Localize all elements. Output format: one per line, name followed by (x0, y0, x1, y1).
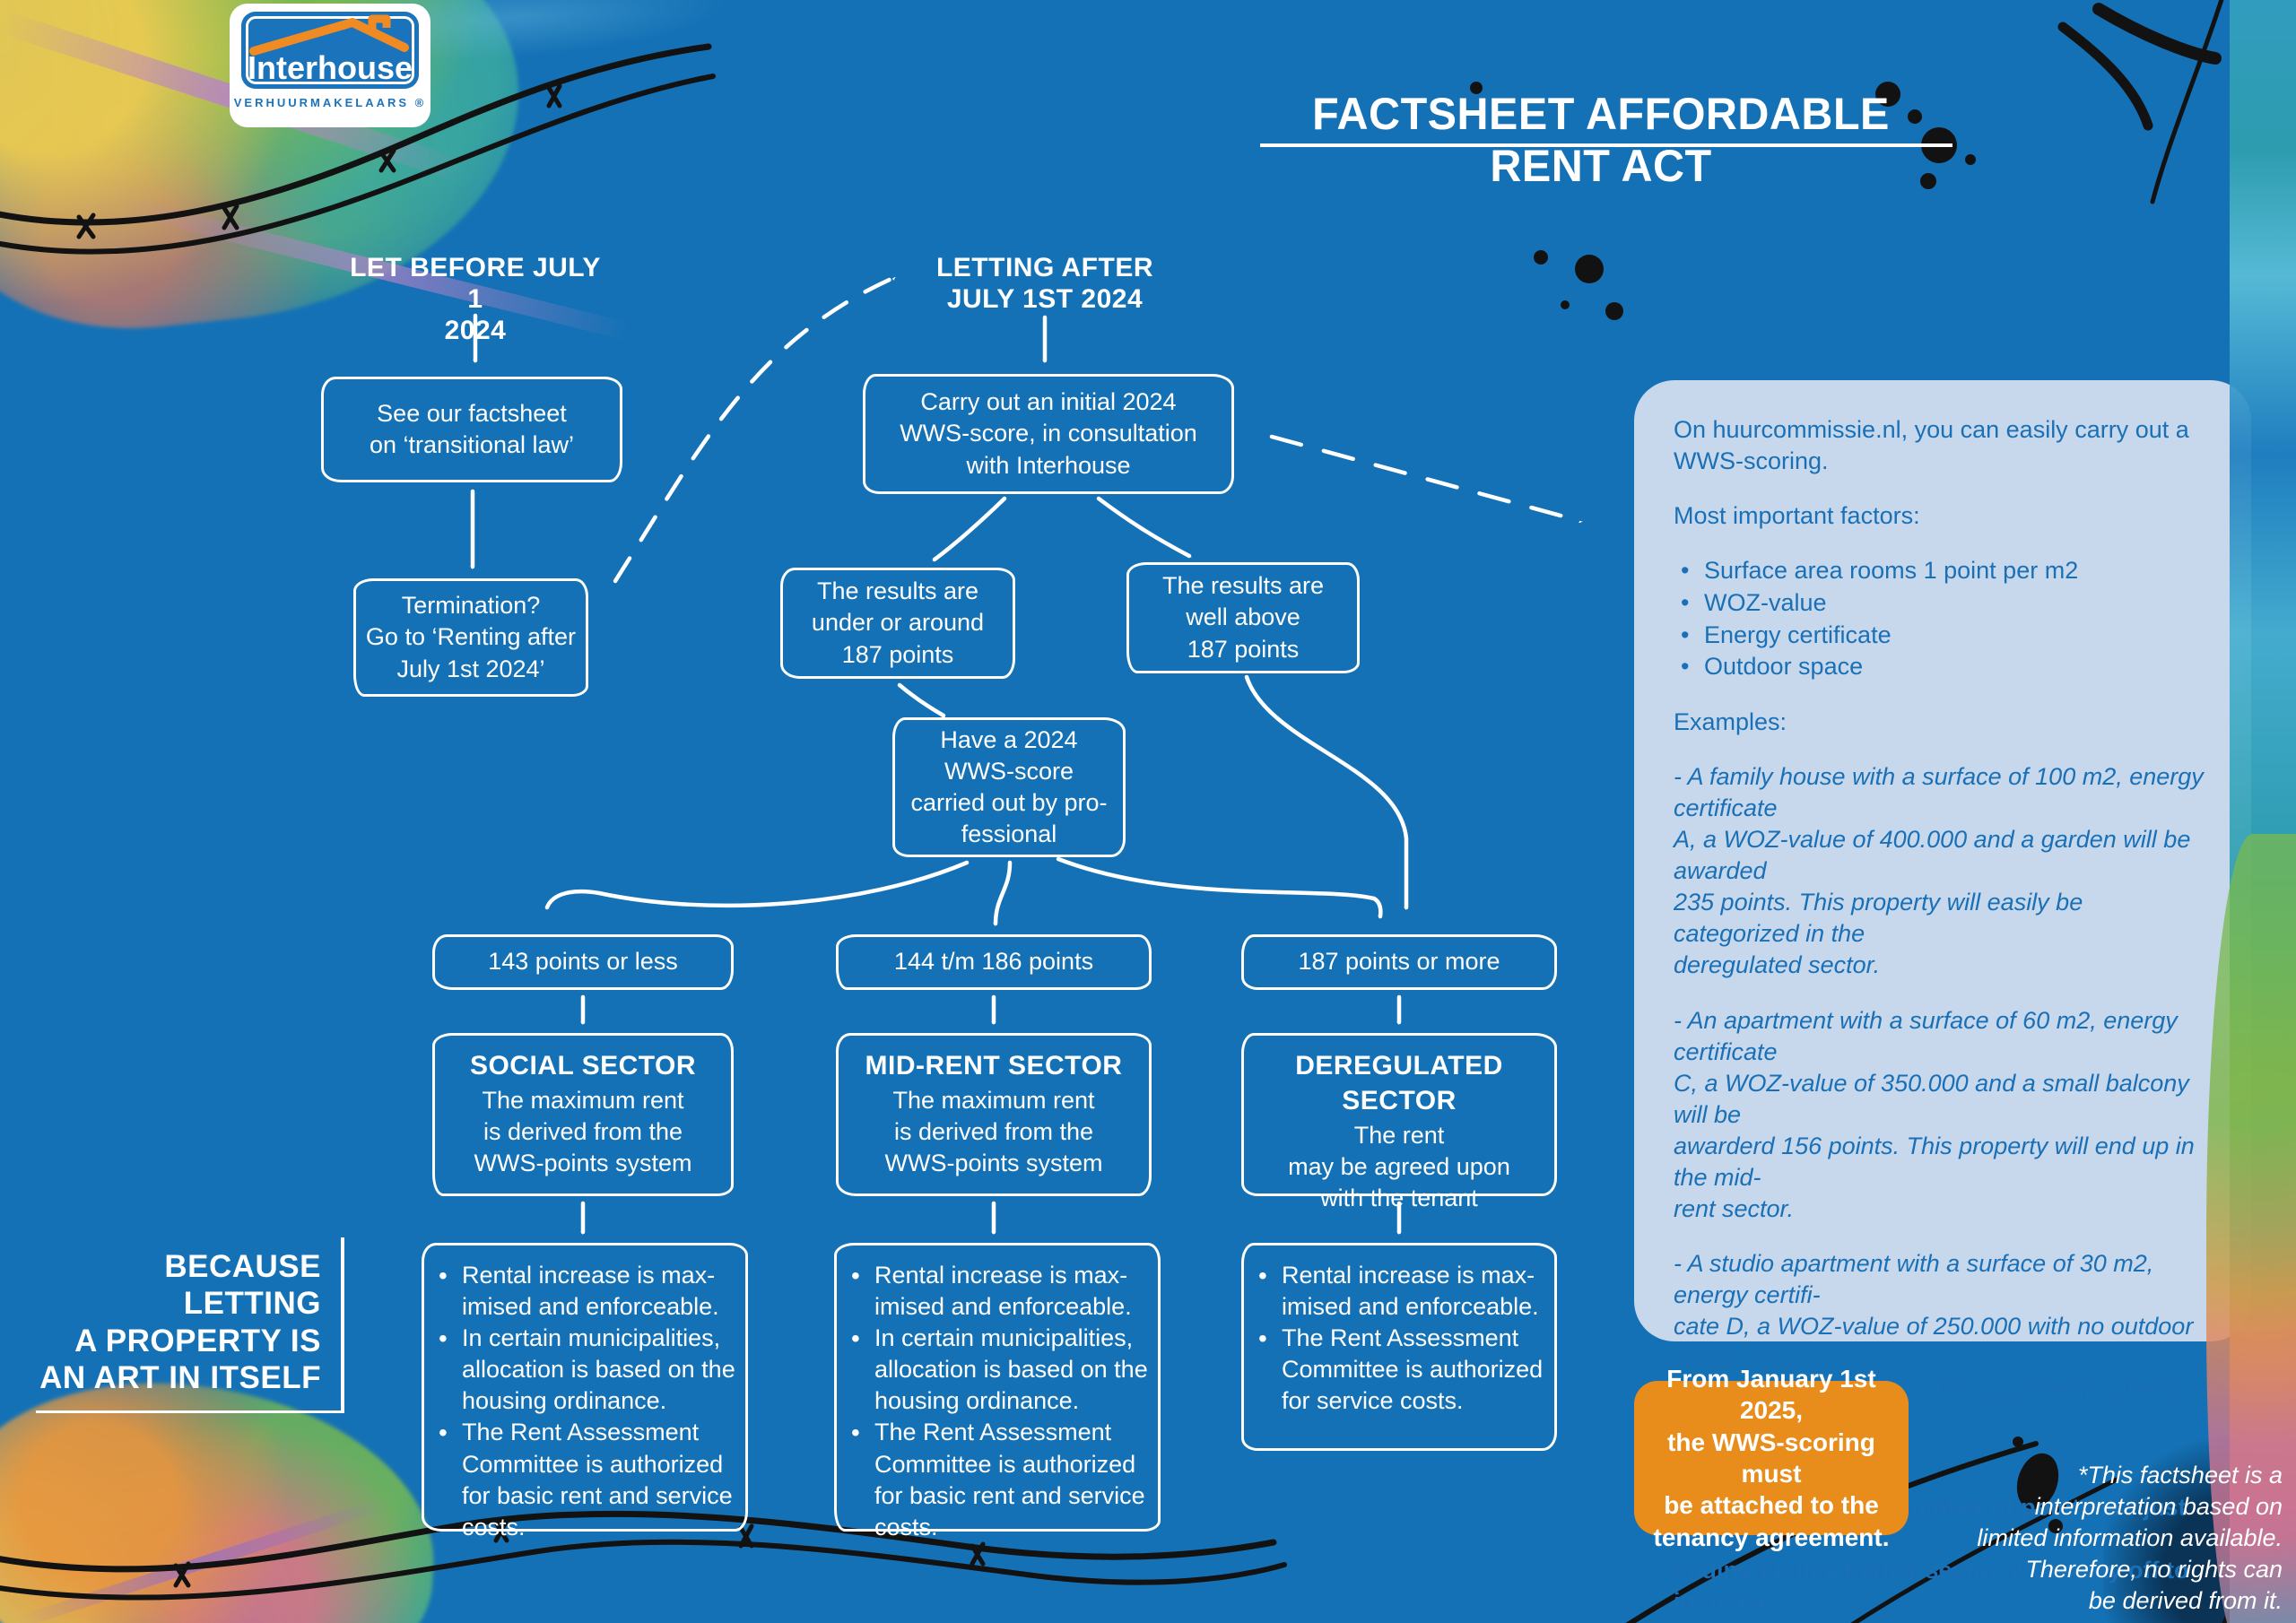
orange-callout: From January 1st 2025, the WWS-scoring m… (1634, 1365, 1909, 1551)
box-initial-wws-score-label: Carry out an initial 2024 WWS-score, in … (900, 388, 1197, 479)
box-points-social: 143 points or less (432, 934, 734, 990)
page-title: FACTSHEET AFFORDABLE RENT ACT (1312, 89, 1890, 191)
box-termination-label: Termination? Go to ‘Renting after July 1… (365, 592, 577, 682)
box-termination: Termination? Go to ‘Renting after July 1… (353, 578, 588, 697)
bullet-item: The Rent Assessment Committee is authori… (430, 1417, 735, 1542)
box-results-under: The results are under or around 187 poin… (780, 568, 1015, 679)
bullet-item: Rental increase is max- imised and enfor… (842, 1260, 1148, 1323)
slogan: BECAUSE LETTING A PROPERTY IS AN ART IN … (36, 1237, 344, 1414)
midrent-sector-desc: The maximum rent is derived from the WWS… (884, 1087, 1103, 1177)
box-social-bullets: Rental increase is max- imised and enfor… (422, 1243, 748, 1541)
bullet-item: In certain municipalities, allocation is… (430, 1323, 735, 1417)
box-initial-wws-score: Carry out an initial 2024 WWS-score, in … (863, 374, 1234, 494)
examples-heading: Examples: (1674, 707, 1787, 735)
factor-item: Energy certificate (1674, 620, 2212, 652)
factors-heading: Most important factors: (1674, 502, 1920, 530)
box-results-above: The results are well above 187 points (1126, 562, 1360, 673)
bullet-item: The Rent Assessment Committee is authori… (1249, 1323, 1543, 1417)
orange-callout-text: From January 1st 2025, the WWS-scoring m… (1653, 1365, 1890, 1551)
social-sector-desc: The maximum rent is derived from the WWS… (474, 1087, 692, 1177)
bullet-item: Rental increase is max- imised and enfor… (430, 1260, 735, 1323)
info-intro: On huurcommissie.nl, you can easily carr… (1674, 416, 2189, 475)
points-deregulated-label: 187 points or more (1298, 948, 1500, 976)
social-sector-title: SOCIAL SECTOR (469, 1051, 697, 1081)
bullet-item: Rental increase is max- imised and enfor… (1249, 1260, 1543, 1323)
box-have-wws-score: Have a 2024 WWS-score carried out by pro… (892, 717, 1126, 857)
factor-item: WOZ-value (1674, 587, 2212, 620)
box-have-wws-score-label: Have a 2024 WWS-score carried out by pro… (910, 725, 1108, 848)
box-results-under-label: The results are under or around 187 poin… (811, 577, 985, 668)
box-see-factsheet: See our factsheet on ‘transitional law’ (321, 377, 622, 482)
factors-list: Surface area rooms 1 point per m2 WOZ-va… (1674, 555, 2212, 683)
midrent-sector-title: MID-RENT SECTOR (865, 1051, 1123, 1081)
midrent-bullets-list: Rental increase is max- imised and enfor… (842, 1260, 1148, 1543)
deregulated-bullets-list: Rental increase is max- imised and enfor… (1249, 1260, 1543, 1417)
deregulated-sector-title: DEREGULATED SECTOR (1295, 1051, 1503, 1115)
box-midrent-bullets: Rental increase is max- imised and enfor… (834, 1243, 1161, 1541)
footnote: *This factsheet is a interpretation base… (1977, 1462, 2283, 1615)
bullet-item: The Rent Assessment Committee is authori… (842, 1417, 1148, 1542)
factor-item: Outdoor space (1674, 651, 2212, 683)
box-points-deregulated: 187 points or more (1241, 934, 1557, 990)
points-midrent-label: 144 t/m 186 points (893, 948, 1094, 976)
box-see-factsheet-label: See our factsheet on ‘transitional law’ (369, 399, 575, 458)
example-paragraph: - A family house with a surface of 100 m… (1674, 762, 2204, 979)
heading-letting-after: LETTING AFTER JULY 1ST 2024 (935, 253, 1154, 314)
logo-inner-panel: Interhouse (241, 12, 419, 89)
social-bullets-list: Rental increase is max- imised and enfor… (430, 1260, 735, 1543)
logo-tagline: VERHUURMAKELAARS ® (233, 96, 427, 109)
title-underline (1260, 143, 1952, 147)
interhouse-logo: Interhouse VERHUURMAKELAARS ® (230, 4, 430, 127)
box-deregulated-bullets: Rental increase is max- imised and enfor… (1241, 1243, 1557, 1451)
logo-wordmark: Interhouse (247, 49, 413, 86)
bullet-item: In certain municipalities, allocation is… (842, 1323, 1148, 1417)
example-paragraph: - An apartment with a surface of 60 m2, … (1674, 1006, 2195, 1223)
paint-streak-bottom-left (16, 1497, 387, 1623)
box-deregulated-sector: DEREGULATED SECTOR The rent may be agree… (1241, 1033, 1557, 1211)
points-social-label: 143 points or less (488, 948, 678, 976)
box-midrent-sector: MID-RENT SECTOR The maximum rent is deri… (836, 1033, 1152, 1196)
box-social-sector: SOCIAL SECTOR The maximum rent is derive… (432, 1033, 734, 1196)
deregulated-sector-desc: The rent may be agreed upon with the ten… (1288, 1122, 1510, 1212)
info-panel: On huurcommissie.nl, you can easily carr… (1634, 380, 2251, 1623)
factor-item: Surface area rooms 1 point per m2 (1674, 555, 2212, 587)
box-points-midrent: 144 t/m 186 points (836, 934, 1152, 990)
box-results-above-label: The results are well above 187 points (1161, 572, 1325, 663)
heading-let-before: LET BEFORE JULY 1 2024 (350, 253, 601, 345)
